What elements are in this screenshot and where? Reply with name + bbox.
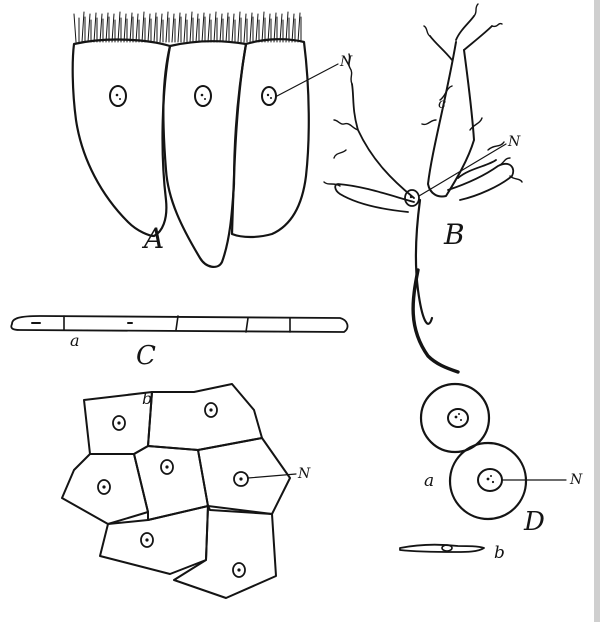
- branch-left-upper: [352, 84, 414, 198]
- polygon-cell: [174, 506, 276, 598]
- figure-b-nerve-cell: N c B: [324, 4, 522, 372]
- branch-top: [430, 16, 492, 60]
- nucleus-icon: [448, 409, 468, 427]
- process-label-c: c: [438, 96, 446, 112]
- round-cell-upper: [421, 384, 489, 452]
- nucleus-label-d: N: [569, 472, 583, 488]
- label-d-b: b: [494, 543, 505, 563]
- nucleus-icon: [141, 533, 153, 547]
- nucleus-icon: [113, 416, 125, 430]
- figure-label-a: A: [141, 222, 164, 255]
- nucleus-icon: [233, 563, 245, 577]
- nucleus-icon: [405, 190, 419, 206]
- nucleus-label-a: N: [339, 54, 353, 70]
- figure-c-squamous-cells: a C b N: [11, 316, 347, 598]
- figure-label-d: D: [523, 507, 545, 537]
- polygon-nuclei: [98, 403, 248, 577]
- nucleus-label-b: N: [507, 134, 521, 150]
- columnar-cell-middle: [163, 41, 246, 267]
- columnar-cell-left: [73, 40, 170, 236]
- flat-cells-side-view: [11, 316, 347, 332]
- nucleus-icon: [110, 86, 126, 106]
- main-process: [416, 200, 432, 324]
- nucleus-icon: [98, 480, 110, 494]
- label-d-a: a: [424, 471, 434, 491]
- nucleus-icon: [161, 460, 173, 474]
- nucleus-icon: [478, 469, 502, 491]
- polygon-cell: [62, 454, 148, 524]
- polygonal-cell-sheet: [62, 384, 290, 598]
- figure-label-b: B: [443, 218, 465, 251]
- figure-label-c: C: [136, 341, 156, 371]
- cilia-row: [74, 12, 301, 42]
- page-edge: [594, 0, 600, 622]
- nucleus-icon: [205, 403, 217, 417]
- polygon-cell: [148, 384, 262, 450]
- branch-right: [448, 160, 513, 200]
- polygon-cell: [100, 506, 208, 574]
- columnar-cell-right: [232, 39, 309, 237]
- nucleus-icon: [195, 86, 211, 106]
- figure-a-ciliated-cells: N A: [73, 12, 353, 267]
- nucleus-icon: [234, 472, 248, 486]
- figure-d-round-cells: N a D b: [400, 384, 583, 563]
- round-cell-lower: [450, 443, 526, 519]
- nucleus-icon: [262, 87, 276, 105]
- axon: [413, 270, 458, 372]
- nucleus-label-c: N: [297, 466, 311, 482]
- label-c-a: a: [70, 331, 80, 350]
